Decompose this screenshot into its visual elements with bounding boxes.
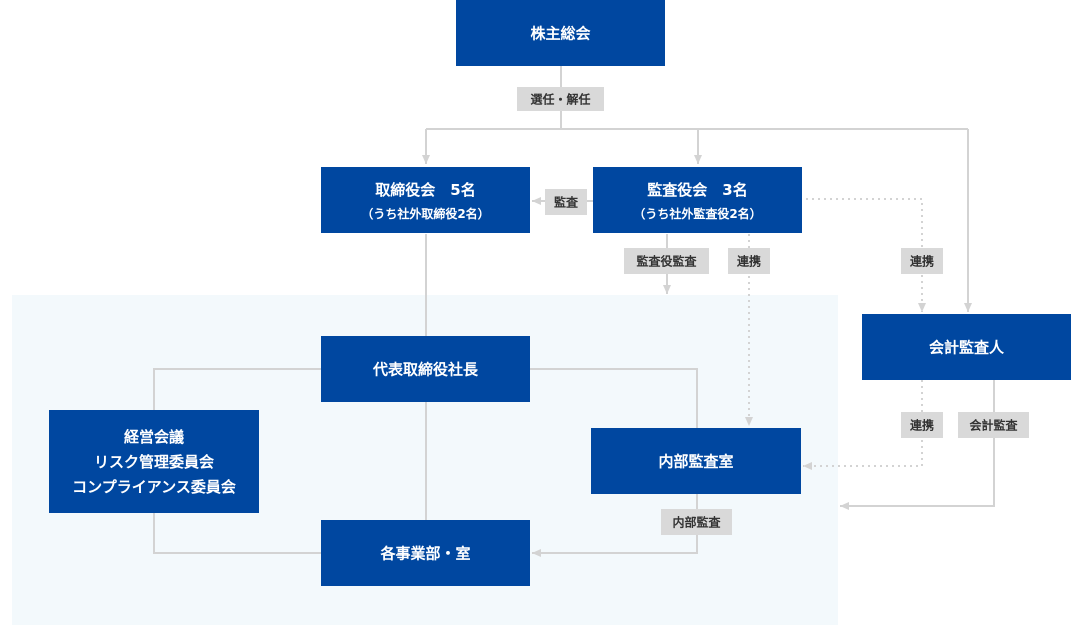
label-appoint-dismiss-text: 選任・解任 — [530, 92, 590, 107]
label-auditor-audit-text: 監査役監査 — [636, 254, 697, 269]
dotted-auditors-accounting — [800, 198, 926, 312]
node-president: 代表取締役社長 — [321, 336, 530, 402]
line-president-committees — [153, 368, 321, 410]
node-auditors-title: 監査役会 3名 — [647, 181, 747, 199]
node-accounting-auditor-text: 会計監査人 — [929, 339, 1005, 357]
node-committees-line-1: 経営会議 — [124, 428, 184, 446]
label-cooperation-2: 連携 — [901, 248, 943, 274]
node-board-title: 取締役会 5名 — [375, 181, 475, 199]
label-cooperation-3: 連携 — [901, 412, 943, 438]
node-board-subtitle: （うち社外取締役2名） — [361, 206, 489, 221]
node-divisions-text: 各事業部・室 — [379, 545, 470, 563]
label-accounting-audit: 会計監査 — [958, 412, 1029, 438]
node-shareholders: 株主総会 — [456, 0, 665, 66]
label-appoint-dismiss: 選任・解任 — [517, 87, 604, 111]
node-board: 取締役会 5名 （うち社外取締役2名） — [321, 167, 530, 233]
label-internal-audit-text: 内部監査 — [672, 515, 721, 530]
dotted-accounting-internal — [803, 380, 923, 470]
node-committees-line-2: リスク管理委員会 — [94, 453, 214, 471]
node-internal-audit-office-text: 内部監査室 — [658, 453, 733, 471]
label-cooperation-1-text: 連携 — [737, 254, 761, 269]
node-committees-line-3: コンプライアンス委員会 — [72, 478, 236, 496]
node-auditors: 監査役会 3名 （うち社外監査役2名） — [593, 167, 802, 233]
node-divisions: 各事業部・室 — [321, 520, 530, 586]
line-president-internal — [530, 368, 698, 428]
connectors — [153, 66, 995, 557]
label-audit: 監査 — [545, 189, 587, 215]
label-cooperation-2-text: 連携 — [910, 254, 934, 269]
node-auditors-subtitle: （うち社外監査役2名） — [633, 206, 761, 221]
label-cooperation-1: 連携 — [728, 248, 770, 274]
label-cooperation-3-text: 連携 — [910, 418, 934, 433]
node-accounting-auditor: 会計監査人 — [862, 314, 1071, 380]
label-auditor-audit: 監査役監査 — [624, 248, 709, 274]
label-internal-audit: 内部監査 — [661, 509, 732, 535]
node-internal-audit-office: 内部監査室 — [591, 428, 801, 494]
node-committees: 経営会議 リスク管理委員会 コンプライアンス委員会 — [49, 410, 259, 513]
node-president-text: 代表取締役社長 — [372, 361, 479, 379]
line-accounting-audit — [840, 380, 995, 510]
label-accounting-audit-text: 会計監査 — [969, 418, 1018, 433]
line-committees-divisions — [153, 513, 321, 554]
label-audit-text: 監査 — [554, 195, 579, 210]
node-shareholders-text: 株主総会 — [530, 25, 590, 43]
